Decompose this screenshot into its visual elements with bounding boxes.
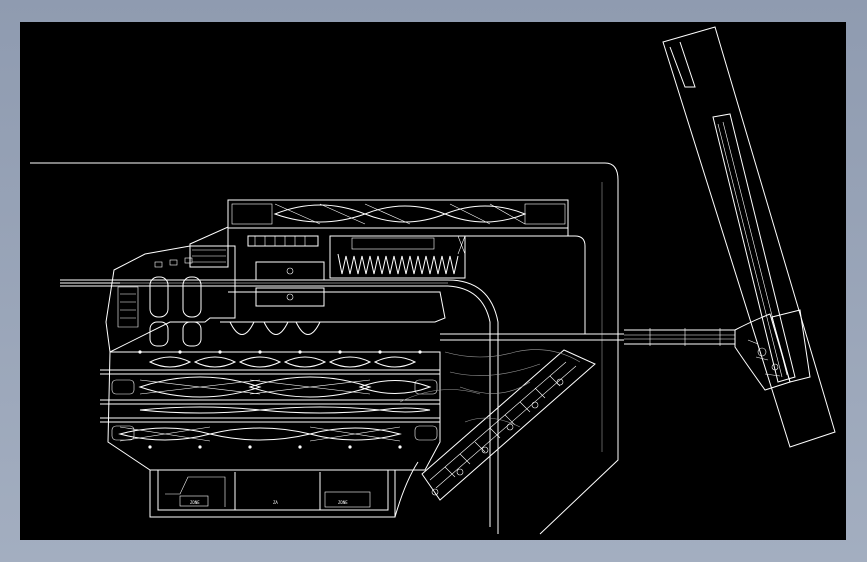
- site-boundary: [30, 162, 619, 535]
- diagonal-pier: [421, 349, 596, 501]
- connector-bridge: [624, 328, 735, 346]
- site-plan-drawing: ZONE ZA ZONE: [30, 26, 836, 535]
- main-concourse: [100, 350, 441, 471]
- room-label-right: ZONE: [338, 500, 348, 505]
- east-terminal: [662, 26, 836, 448]
- south-rooms: ZONE ZA ZONE: [149, 461, 419, 518]
- main-walkway: [60, 228, 624, 534]
- room-label-left: ZONE: [190, 500, 200, 505]
- north-hall: [227, 199, 569, 229]
- central-hall: [329, 235, 466, 279]
- cad-viewport[interactable]: ZONE ZA ZONE: [20, 22, 846, 540]
- west-block: [105, 226, 325, 353]
- landscape-curves: [399, 349, 581, 428]
- arch-row: [229, 321, 321, 335]
- room-label-center: ZA: [273, 500, 278, 505]
